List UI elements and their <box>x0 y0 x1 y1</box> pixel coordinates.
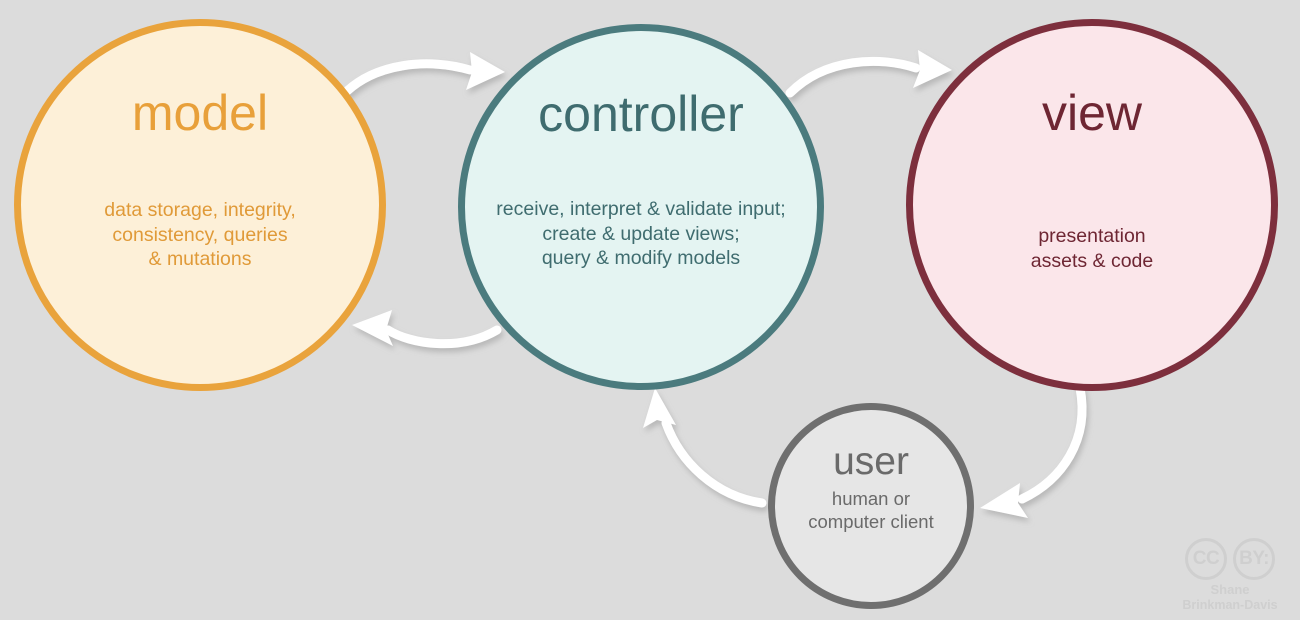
node-model-title: model <box>131 85 269 141</box>
attribution-block: CC BY: Shane Brinkman-Davis <box>1168 537 1292 612</box>
node-view[interactable]: view presentation assets & code <box>906 19 1278 391</box>
cc-by-icon: BY: <box>1233 537 1275 580</box>
node-controller-title: controller <box>538 86 744 142</box>
node-controller[interactable]: controller receive, interpret & validate… <box>458 24 824 390</box>
attribution-author-line1: Shane <box>1210 581 1250 597</box>
arrow-controller-to-view <box>785 50 952 98</box>
arrow-user-to-controller <box>643 388 767 508</box>
node-user[interactable]: user human or computer client <box>768 403 974 609</box>
cc-icon: CC <box>1185 537 1227 580</box>
node-user-title: user <box>833 440 909 483</box>
node-model[interactable]: model data storage, integrity, consisten… <box>14 19 386 391</box>
node-view-title: view <box>1041 85 1143 141</box>
attribution-author: Shane Brinkman-Davis <box>1182 581 1278 612</box>
node-user-description: human or computer client <box>808 488 934 533</box>
arrow-model-to-controller <box>338 52 505 100</box>
node-model-description: data storage, integrity, consistency, qu… <box>104 199 296 271</box>
attribution-author-line2: Brinkman-Davis <box>1182 597 1278 612</box>
node-controller-description: receive, interpret & validate input; cre… <box>496 198 786 270</box>
arrow-view-to-user <box>980 383 1087 518</box>
arrow-controller-to-model <box>352 310 502 349</box>
node-view-description: presentation assets & code <box>1030 225 1154 272</box>
creative-commons-badges: CC BY: <box>1185 537 1275 580</box>
